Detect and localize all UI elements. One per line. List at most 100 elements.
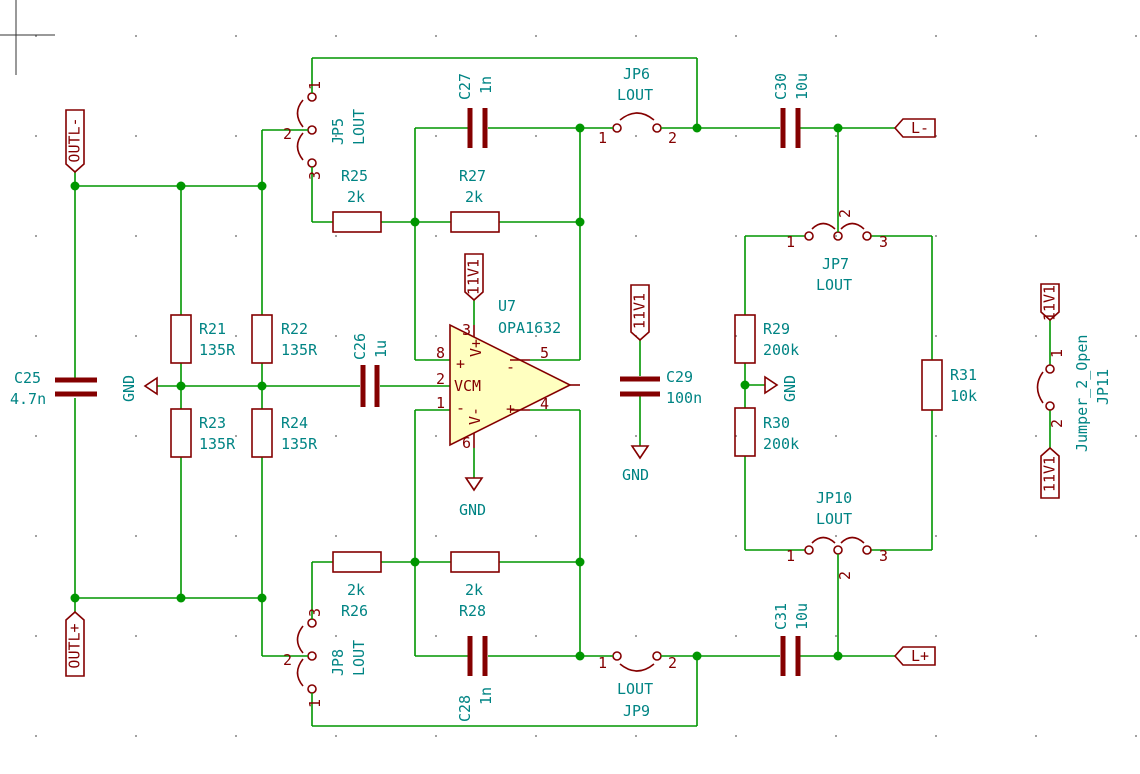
grid-dot [35,335,37,337]
grid-dot [335,235,337,237]
jp7-pin3: 3 [879,233,888,251]
wires [74,57,1051,727]
grid-dot [835,435,837,437]
capacitor-c29 [620,376,660,397]
r23-ref: R23 [199,414,226,432]
r30-value: 200k [763,435,799,453]
grid-dot [435,235,437,237]
jp5-pin2: 2 [283,125,292,143]
grid-dot [835,35,837,37]
grid-dot [435,535,437,537]
grid-dot [535,435,537,437]
grid-dot [635,435,637,437]
c29-value: 100n [666,389,702,407]
power-11v1-u7-text: 11V1 [465,259,483,295]
c26-ref: C26 [351,333,369,360]
jumper-jp9: 1 2 [598,651,680,672]
jp8-pin1: 1 [306,699,324,708]
r29-value: 200k [763,341,799,359]
grid-dot [835,135,837,137]
grid-dot [835,635,837,637]
jp7-ref: JP7 [822,255,849,273]
gnd-label-left: GND [120,375,138,402]
u7-vminus-label: V- [466,407,484,425]
jp9-ref: JP9 [623,702,650,720]
jumper-jp8: 3 2 1 [283,608,324,708]
grid-dot [235,35,237,37]
grid-dot [535,35,537,37]
component-labels: C25 4.7n R21 135R R22 135R R23 135R R24 … [10,65,1112,722]
jp11-pin1: 1 [1048,349,1066,358]
grid-dot [935,435,937,437]
r22-value: 135R [281,341,318,359]
jp11-ref: JP11 [1094,369,1112,405]
grid-dot [835,235,837,237]
grid-dot [35,135,37,137]
grid-dot [1135,435,1137,437]
u7-value: OPA1632 [498,319,561,337]
grid-dot [135,335,137,337]
jp5-pin3: 3 [306,171,324,180]
capacitor-c31 [780,636,801,676]
grid-dot [1035,435,1037,437]
grid-dot [635,535,637,537]
grid-dot [1035,335,1037,337]
grid-dot [235,635,237,637]
net-label-outl-plus [65,610,85,677]
jp6-pin1: 1 [598,129,607,147]
grid-dot [435,135,437,137]
grid-dot [235,235,237,237]
resistor-r24 [251,408,273,458]
c25-value: 4.7n [10,390,46,408]
u7-minus-left: - [456,399,465,417]
jp6-ref: JP6 [623,65,650,83]
u7-vplus-label: V+ [467,339,485,357]
jumpers: 1 2 3 3 2 1 1 2 [283,81,1066,708]
r25-value: 2k [347,188,365,206]
gnd-label-right: GND [781,375,799,402]
power-11v-jp11-top-text: 11V1 [1041,285,1059,321]
grid-dot [835,335,837,337]
jp6-pin2: 2 [668,129,677,147]
grid-dot [835,735,837,737]
grid-dot [535,335,537,337]
jp5-ref: JP5 [329,118,347,145]
capacitor-c25 [55,377,97,397]
grid-dot [1035,535,1037,537]
grid-dot [635,135,637,137]
grid-dot [235,135,237,137]
u7-plus-top: + [456,355,465,373]
resistor-r25 [332,211,382,233]
net-label-outl-minus [65,109,85,174]
r23-value: 135R [199,435,236,453]
grid-dot [135,535,137,537]
u7-pin1: 1 [436,394,445,412]
grid-dot [235,735,237,737]
jp8-pin2: 2 [283,651,292,669]
crosshair-cursor [0,0,55,75]
net-label-l-plus-text: L+ [911,647,929,665]
grid-dot [335,35,337,37]
c30-value: 10u [793,73,811,100]
capacitors [55,108,801,676]
grid-dot [435,635,437,637]
grid-dot [735,235,737,237]
resistor-r21 [170,314,192,364]
net-label-l-plus [893,646,936,666]
jp9-pin1: 1 [598,654,607,672]
r26-ref: R26 [341,602,368,620]
jp9-value: LOUT [617,680,653,698]
u7-pin4: 4 [540,395,549,413]
u7-pin3: 3 [462,321,471,339]
u7-pin2: 2 [436,370,445,388]
grid-dot [935,35,937,37]
jp8-ref: JP8 [329,649,347,676]
gnd-label-u7: GND [459,501,486,519]
grid-dot [735,735,737,737]
c27-value: 1n [477,76,495,94]
grid-dot [535,635,537,637]
power-11v-jp11-top [1040,283,1060,322]
grid-dot [1135,635,1137,637]
c28-value: 1n [477,687,495,705]
